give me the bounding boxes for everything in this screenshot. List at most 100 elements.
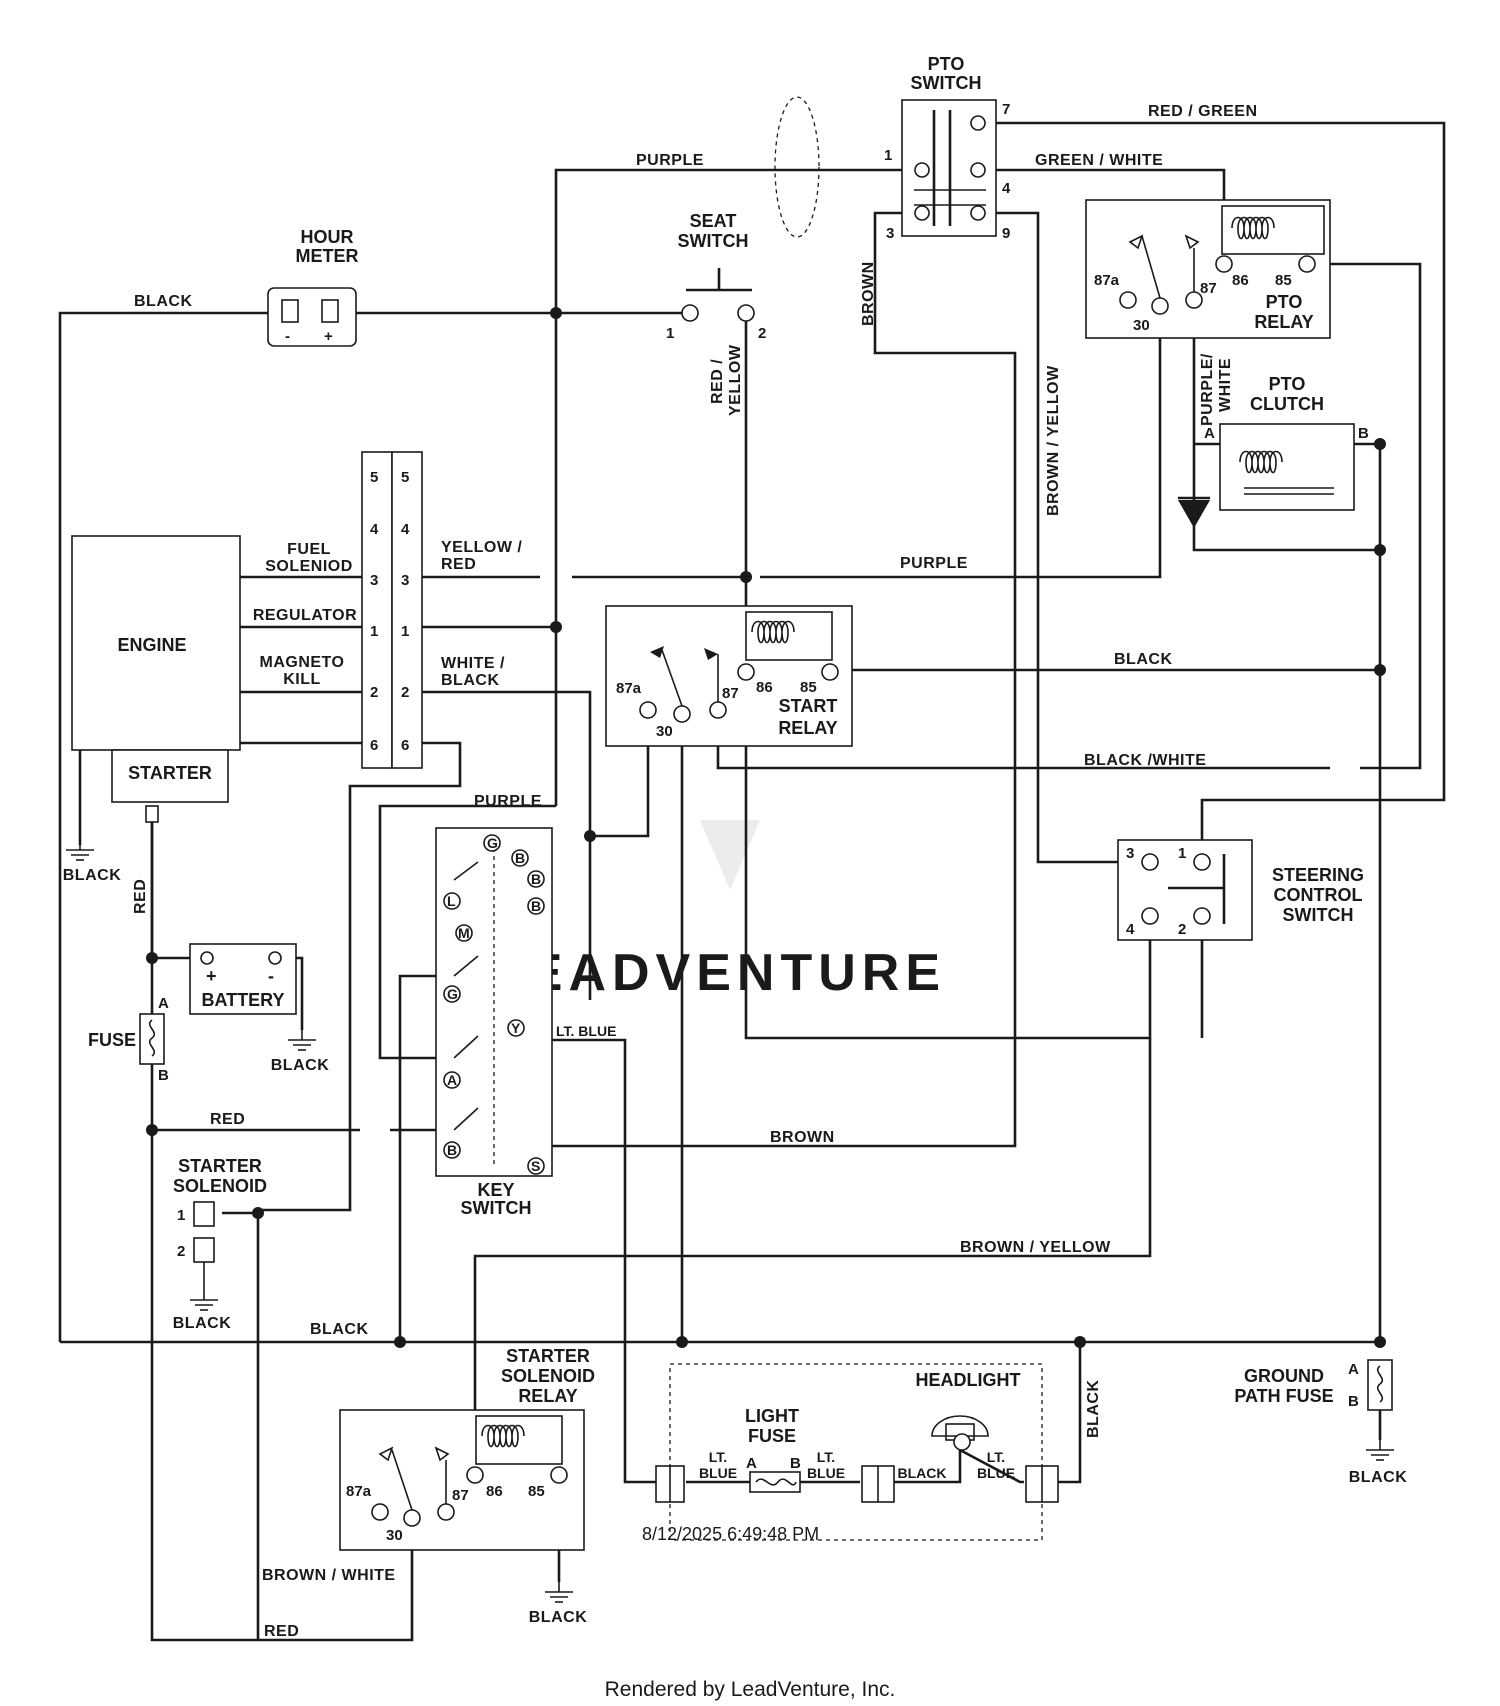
svg-text:A: A [447,1072,457,1088]
wire-labels: PURPLE RED / GREEN GREEN / WHITE BLACK P… [132,103,1257,1640]
svg-text:BLUE: BLUE [699,1465,737,1481]
svg-text:LT.: LT. [987,1449,1005,1465]
battery-label: BATTERY [202,990,285,1010]
pin-label: 86 [1232,272,1249,289]
pto-switch-label-2: SWITCH [911,73,982,93]
harness-ellipse [774,96,820,238]
svg-text:START: START [779,696,838,716]
pin-label: 7 [1002,101,1010,118]
pin-label: 1 [666,325,674,342]
pin-label: 1 [884,147,892,164]
svg-text:L: L [447,893,456,909]
pin-label: 3 [886,225,894,242]
start-relay: 87a 30 87 86 85 START RELAY [605,605,853,747]
pin-label: 4 [1002,180,1011,197]
seat-switch-label-2: SWITCH [678,231,749,251]
footer-text: Rendered by LeadVenture, Inc. [605,1678,896,1701]
pto-clutch-label-1: PTO [1269,374,1306,394]
svg-text:1: 1 [401,623,409,640]
pin-label: 30 [386,1527,403,1544]
pto-switch-label-1: PTO [928,54,965,74]
svg-text:RELAY: RELAY [518,1386,577,1406]
svg-text:STEERING: STEERING [1272,865,1364,885]
svg-text:5: 5 [401,469,409,486]
hour-meter: HOUR METER - + [267,227,359,347]
svg-text:G: G [487,835,498,851]
pin-label: 2 [177,1243,185,1260]
svg-text:SOLENOID: SOLENOID [501,1366,595,1386]
svg-text:KEY: KEY [477,1180,514,1200]
pto-relay: 87a 30 87 86 85 PTO RELAY [1085,199,1331,339]
svg-text:BLUE: BLUE [977,1465,1015,1481]
pto-clutch-label-2: CLUTCH [1250,394,1324,414]
pin-label: 85 [1275,272,1292,289]
svg-text:1: 1 [370,623,378,640]
wire-label: RED [264,1623,299,1640]
svg-text:+: + [206,966,217,986]
minus-label: - [285,328,290,345]
pin-label: 86 [486,1483,503,1500]
svg-text:SOLENIOD: SOLENIOD [265,558,353,575]
pin-label: 87a [616,680,642,697]
pin-a-label: A [158,995,169,1012]
svg-text:WHITE /: WHITE / [441,655,505,672]
plus-label: + [324,328,333,345]
pin-label: 2 [1178,921,1186,938]
wire-label: PURPLE [900,555,968,572]
pin-a-label: A [746,1455,757,1472]
wire-label: BLACK /WHITE [1084,752,1206,769]
wire-label: BLACK [134,293,193,310]
svg-text:FUSE: FUSE [748,1426,796,1446]
svg-text:3: 3 [370,572,378,589]
pto-relay-label-1: PTO [1266,292,1303,312]
svg-text:YELLOW: YELLOW [727,344,744,416]
pin-label: 2 [758,325,766,342]
svg-text:MAGNETO: MAGNETO [260,654,345,671]
svg-text:B: B [531,898,541,914]
wire-label: PURPLE [636,152,704,169]
wire-label: BROWN [770,1129,835,1146]
pin-label: 87 [722,685,739,702]
svg-text:5: 5 [370,469,378,486]
wire-label: BLACK [1085,1380,1102,1439]
starter-solenoid: 1 2 STARTER SOLENOID BLACK [173,1156,267,1332]
pin-label: 87a [1094,272,1120,289]
wire-label: BROWN / YELLOW [960,1239,1111,1256]
svg-text:B: B [531,871,541,887]
pin-label: 87 [452,1487,469,1504]
svg-text:4: 4 [401,521,410,538]
svg-text:4: 4 [370,521,379,538]
pin-label: 3 [1126,845,1134,862]
wire-label: BLACK [310,1321,369,1338]
pin-label: 86 [756,679,773,696]
hour-meter-label-2: METER [296,246,359,266]
svg-text:RED: RED [441,556,476,573]
pto-relay-label-2: RELAY [1254,312,1313,332]
wire-label: GREEN / WHITE [1035,152,1163,169]
svg-text:PATH FUSE: PATH FUSE [1234,1386,1333,1406]
svg-text:CONTROL: CONTROL [1274,885,1363,905]
pin-b-label: B [158,1067,169,1084]
svg-text:STARTER: STARTER [506,1346,590,1366]
wire-label: PURPLE [474,793,542,810]
wire-label: LT. BLUE [556,1023,616,1039]
ground-path-fuse: A B GROUND PATH FUSE BLACK [1234,1359,1407,1486]
seat-switch-label-1: SEAT [690,211,737,231]
svg-text:6: 6 [370,737,378,754]
svg-text:LIGHT: LIGHT [745,1406,799,1426]
wire-label: BLACK [898,1465,947,1481]
junction-dots [146,307,1386,1348]
pin-b-label: B [790,1455,801,1472]
pin-a-label: A [1348,1361,1359,1378]
pin-label: 85 [528,1483,545,1500]
light-circuit: LIGHT FUSE HEADLIGHT A B LT. BLUE LT. BL… [642,1363,1059,1544]
watermark-logo [700,820,760,890]
svg-text:KILL: KILL [283,671,321,688]
svg-text:SOLENOID: SOLENOID [173,1176,267,1196]
svg-text:G: G [447,986,458,1002]
engine: ENGINE STARTER FUEL SOLENIOD REGULATOR M… [63,535,362,884]
pin-label: 1 [1178,845,1186,862]
pto-clutch: PTO CLUTCH A B [1178,374,1380,528]
svg-text:S: S [531,1158,540,1174]
